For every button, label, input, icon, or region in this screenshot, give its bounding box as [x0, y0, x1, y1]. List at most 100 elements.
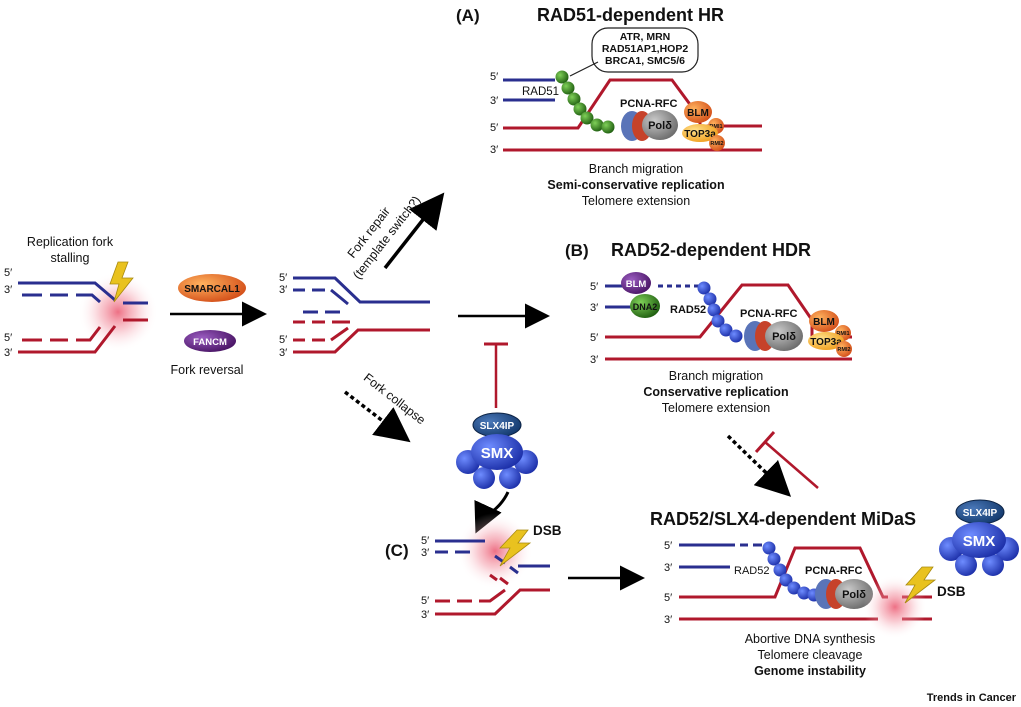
bubble-line-1: ATR, MRN	[620, 31, 671, 43]
strand-5prime: 5′	[664, 592, 672, 604]
rad51-filament	[555, 70, 615, 134]
smx-label: SMX	[481, 445, 514, 462]
reversed-parental-top	[293, 276, 430, 304]
midas-inhibition-line	[764, 441, 819, 489]
strand-3prime: 3′	[590, 354, 598, 366]
smx-subunit	[955, 554, 977, 576]
slx4ip-label: SLX4IP	[480, 421, 515, 432]
bubble-line-3: BRCA1, SMC5/6	[605, 55, 685, 67]
lightning-icon	[499, 529, 532, 567]
blm-label-b2: BLM	[813, 317, 835, 328]
fancm-protein	[184, 330, 236, 352]
panel-a-letter: (A)	[456, 6, 480, 25]
fork-collapse-label: Fork collapse	[361, 370, 428, 427]
smx-label-right: SMX	[963, 533, 996, 550]
strand-5prime: 5′	[590, 332, 598, 344]
stalling-label-line1: Replication fork	[27, 235, 114, 249]
smx-complex-center: SLX4IP SMX	[456, 412, 538, 534]
smx-core-right	[952, 522, 1006, 558]
pcna-rfc-label-b: PCNA-RFC	[740, 308, 797, 320]
strand-3prime: 3′	[4, 347, 12, 359]
smx-subunit	[982, 554, 1004, 576]
pol-delta-b	[765, 321, 803, 351]
strand-5prime: 5′	[279, 334, 287, 346]
strand-3prime: 3′	[490, 95, 498, 107]
panel-b-letter: (B)	[565, 241, 589, 260]
midas-outcome-3: Genome instability	[754, 664, 866, 678]
dna2-protein	[630, 294, 660, 318]
journal-credit: Trends in Cancer	[927, 692, 1017, 704]
midas-inhibition-bar	[754, 430, 776, 454]
strand-3prime: 3′	[490, 144, 498, 156]
parental-strand-top	[18, 281, 116, 302]
parental-red-c	[435, 588, 550, 616]
strand-3prime: 3′	[590, 302, 598, 314]
nascent-strand-top	[22, 293, 101, 304]
rad52-label-midas: RAD52	[734, 565, 769, 577]
panel-midas: RAD52/SLX4-dependent MiDaS 5′ 3′ 5′ 3′ R…	[650, 499, 1019, 678]
panel-a-title: RAD51-dependent HR	[537, 5, 724, 25]
panel-b-outcome-1: Branch migration	[669, 369, 764, 383]
lightning-icon	[109, 261, 134, 303]
midas-outcome-2: Telomere cleavage	[758, 648, 863, 662]
strand-5prime: 5′	[4, 267, 12, 279]
strand-3prime: 3′	[421, 609, 429, 621]
panel-a-outcome-1: Branch migration	[589, 162, 684, 176]
smarcal1-label: SMARCAL1	[184, 284, 240, 295]
strand-5prime: 5′	[590, 281, 598, 293]
bubble-pointer	[569, 61, 599, 77]
smx-core	[471, 434, 523, 470]
panel-b: (B) RAD52-dependent HDR 5′ 3′ 5′ 3′ BLM …	[565, 240, 852, 415]
slx4ip-label-right: SLX4IP	[963, 508, 998, 519]
factors-bubble	[591, 27, 699, 73]
fork-reversal-label: Fork reversal	[171, 363, 244, 377]
strand-5prime: 5′	[279, 272, 287, 284]
smarcal1-protein	[178, 274, 246, 302]
panel-a-outcome-3: Telomere extension	[582, 194, 690, 208]
pol-delta-label-a: Polδ	[648, 120, 672, 132]
rmi1-label-a: RMI1	[709, 124, 722, 130]
fork-reversal: SMARCAL1 FANCM Fork reversal	[170, 274, 267, 377]
strand-5prime: 5′	[664, 540, 672, 552]
strand-5prime: 5′	[490, 122, 498, 134]
rmi2-protein-a	[709, 135, 725, 151]
strand-3prime: 3′	[421, 547, 429, 559]
blm-protein-a	[684, 101, 712, 123]
rmi1-label-b: RMI1	[836, 331, 849, 337]
pol-delta-label-midas: Polδ	[842, 589, 866, 601]
dsb-label-c: DSB	[533, 523, 562, 538]
nascent-strand-bottom	[22, 326, 102, 342]
midas-dsb-glow	[863, 575, 927, 639]
blm-protein-b1	[621, 272, 651, 294]
broken-nascent-red	[489, 573, 509, 586]
midas-arrows	[726, 430, 819, 497]
panel-a-outcome-2: Semi-conservative replication	[547, 178, 724, 192]
strand-5prime: 5′	[421, 595, 429, 607]
midas-outcome-1: Abortive DNA synthesis	[745, 632, 876, 646]
pol-delta-a	[642, 110, 678, 140]
panel-a: (A) RAD51-dependent HR ATR, MRN RAD51AP1…	[456, 5, 762, 208]
panel-c: (C) 5′ 3′ 5′ 3′ DSB	[385, 513, 645, 621]
reversed-nascent-top	[293, 288, 349, 306]
lightning-icon	[904, 566, 937, 604]
stalled-fork: 5′ 3′ 5′ 3′ Replication fork stalling	[4, 235, 158, 359]
nascent-red-c	[435, 588, 506, 603]
pcna-rfc-label-midas: PCNA-RFC	[805, 565, 862, 577]
strand-3prime: 3′	[664, 614, 672, 626]
pathway-arrows: Fork repair (template switch?) Fork coll…	[343, 192, 550, 443]
midas-title: RAD52/SLX4-dependent MiDaS	[650, 509, 916, 529]
pcna-rfc-label-a: PCNA-RFC	[620, 98, 677, 110]
panel-b-outcome-2: Conservative replication	[643, 385, 788, 399]
bubble-line-2: RAD51AP1,HOP2	[602, 43, 689, 55]
top3a-label-a: TOP3a	[684, 129, 716, 140]
strand-3prime: 3′	[279, 347, 287, 359]
dsb-label-midas: DSB	[937, 584, 966, 599]
strand-3prime: 3′	[279, 284, 287, 296]
rad52-label-b: RAD52	[670, 304, 706, 316]
panel-c-letter: (C)	[385, 541, 409, 560]
panel-b-outcome-3: Telomere extension	[662, 401, 770, 415]
blm-protein-b2	[809, 310, 839, 332]
strand-5prime: 5′	[421, 535, 429, 547]
fork-collapse-arrow	[343, 390, 411, 443]
strand-5prime: 5′	[4, 332, 12, 344]
